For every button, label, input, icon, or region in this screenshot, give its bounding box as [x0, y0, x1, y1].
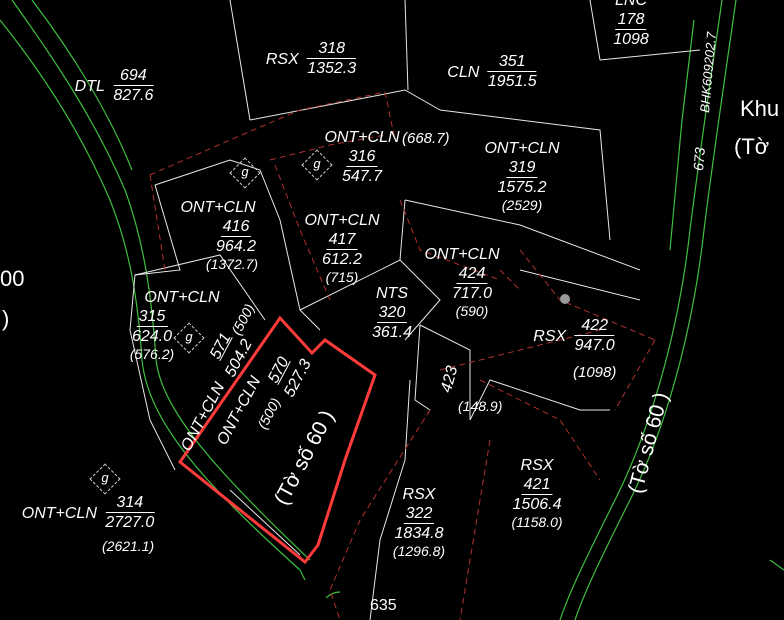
parcel-316[interactable]: ONT+CLN 316 547.7	[324, 128, 399, 186]
parcel-area: 1352.3	[307, 60, 357, 78]
parcel-legal-area: (715)	[325, 269, 359, 285]
parcel-area: 947.0	[574, 337, 615, 355]
parcel-type: LNC	[614, 0, 647, 9]
parcel-area: 1834.8	[394, 525, 444, 542]
grave-marker: g	[229, 157, 261, 189]
parcel-number: 422	[574, 317, 615, 336]
parcel-635-number: 635	[370, 597, 397, 614]
parcel-type: DTL	[74, 77, 105, 95]
parcel-type: ONT+CLN	[180, 199, 256, 216]
parcel-legal-area: (590)	[455, 303, 489, 319]
parcel-area: 1098	[613, 31, 649, 48]
parcel-422-legal: (1098)	[573, 364, 617, 381]
parcel-number: 315	[136, 308, 168, 327]
parcel-legal-area: (1296.8)	[392, 543, 446, 559]
grave-marker: g	[89, 463, 121, 495]
sheet-label-center: (Tờ số 60 )	[270, 406, 339, 509]
parcel-area: 547.7	[341, 168, 383, 185]
parcel-416[interactable]: ONT+CLN 416 964.2 (1372.7)	[178, 198, 258, 273]
parcel-area: 361.4	[371, 324, 413, 341]
parcel-number: 322	[403, 505, 435, 524]
parcel-314-legal: (2621.1)	[102, 538, 155, 554]
legal-area-148-9: (148.9)	[458, 398, 503, 414]
parcel-number: 416	[220, 218, 252, 237]
parcel-number: 319	[506, 159, 538, 178]
parcel-area: 612.2	[321, 251, 363, 268]
parcel-type: RSX	[265, 50, 299, 68]
parcel-417[interactable]: ONT+CLN 417 612.2 (715)	[304, 211, 379, 286]
parcel-type: RSX	[533, 327, 567, 345]
right-road-lines	[559, 0, 784, 620]
dashed-boundaries	[149, 91, 656, 620]
parcel-type: ONT+CLN	[21, 504, 97, 522]
sheet-label-partial: (Tờ	[734, 134, 770, 159]
parcel-area: 1575.2	[497, 179, 547, 196]
parcel-673-number: 673	[690, 146, 708, 172]
left-edge-number: 00	[0, 266, 25, 291]
parcel-320[interactable]: NTS 320 361.4	[372, 284, 412, 342]
parcel-type: CLN	[447, 63, 480, 81]
parcel-type: ONT+CLN	[304, 212, 380, 229]
parcel-423-number: 423	[438, 364, 462, 395]
parcel-legal-area: (1372.7)	[205, 256, 259, 272]
parcel-number: 694	[113, 67, 154, 86]
parcel-322[interactable]: RSX 322 1834.8 (1296.8)	[393, 485, 445, 560]
parcel-area: 827.6	[113, 87, 154, 105]
sheet-label-right: (Tờ số 60 )	[624, 389, 674, 496]
parcel-number: 318	[307, 40, 357, 59]
parcel-area: 624.0	[131, 328, 173, 345]
parcel-number: 178	[615, 11, 647, 30]
parcel-type: NTS	[375, 285, 408, 302]
survey-point-marker	[560, 294, 570, 304]
parcel-number: 351	[487, 53, 537, 72]
parcel-number: 417	[326, 231, 358, 250]
parcel-570-legal: (500)	[254, 395, 284, 432]
parcel-number: 314	[105, 494, 155, 513]
parcel-boundaries	[129, 0, 701, 620]
parcel-315[interactable]: ONT+CLN 315 624.0 (576.2)	[130, 288, 234, 363]
parcel-number: 320	[376, 304, 408, 323]
parcel-area: 717.0	[451, 285, 493, 302]
parcel-number: 421	[521, 476, 553, 495]
parcel-type: ONT+CLN	[424, 246, 500, 263]
parcel-319[interactable]: ONT+CLN 319 1575.2 (2529)	[484, 139, 559, 214]
area-name-khu: Khu	[740, 96, 780, 121]
benchmark-label: BHK609202.7	[697, 31, 719, 114]
parcel-type: ONT+CLN	[484, 140, 560, 157]
parcel-area: 1951.5	[487, 73, 537, 91]
parcel-number: 316	[346, 148, 378, 167]
parcel-legal-area: (576.2)	[129, 346, 175, 362]
parcel-type: RSX	[520, 457, 554, 474]
left-edge-paren: )	[2, 306, 10, 331]
parcel-type: RSX	[402, 486, 436, 503]
parcel-legal-area: (1158.0)	[511, 514, 563, 530]
parcel-316-legal: (668.7)	[402, 130, 450, 147]
parcel-type: ONT+CLN	[144, 289, 220, 306]
parcel-type: ONT+CLN	[324, 129, 400, 146]
parcel-area: 1506.4	[512, 496, 562, 513]
parcel-area: 964.2	[215, 238, 257, 255]
parcel-number: 424	[456, 265, 488, 284]
parcel-424[interactable]: ONT+CLN 424 717.0 (590)	[424, 245, 499, 320]
highlighted-parcel[interactable]	[177, 315, 377, 565]
parcel-421[interactable]: RSX 421 1506.4 (1158.0)	[511, 456, 562, 531]
parcel-178[interactable]: LNC 178 1098	[613, 0, 649, 49]
parcel-area: 2727.0	[105, 514, 155, 532]
parcel-legal-area: (2529)	[501, 197, 543, 213]
